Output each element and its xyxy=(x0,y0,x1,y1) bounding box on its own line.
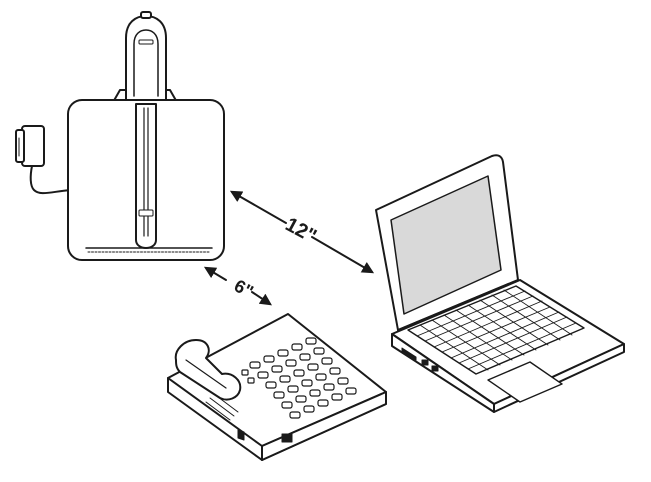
label-base-to-phone: 6" xyxy=(231,276,257,302)
laptop-icon xyxy=(375,154,625,413)
phone-indicator xyxy=(281,433,293,443)
headset-charging-base-icon xyxy=(15,11,225,261)
label-base-to-laptop: 12" xyxy=(282,214,320,248)
distance-arrow-base-to-laptop: 12" xyxy=(229,190,375,274)
power-adapter-icon xyxy=(15,125,71,195)
laptop-trackpad xyxy=(487,361,563,403)
laptop-keyboard xyxy=(416,289,577,371)
headset-icon xyxy=(125,11,167,249)
distance-arrow-base-to-phone: 6" xyxy=(203,266,272,306)
phone-keypad xyxy=(241,337,357,419)
laptop-screen xyxy=(390,175,502,315)
desk-phone-icon xyxy=(167,313,387,461)
laptop-ports xyxy=(401,347,439,372)
phone-handset-icon xyxy=(174,339,242,401)
